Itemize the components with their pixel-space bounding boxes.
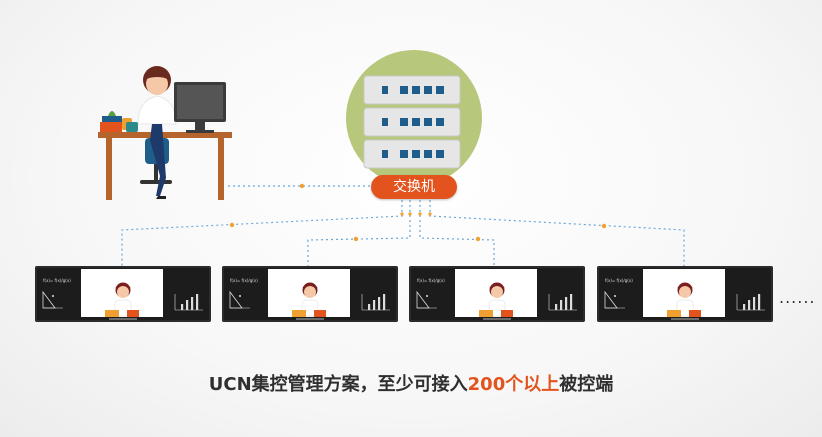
network-lines [121, 185, 685, 266]
caption-text-end: 被控端 [559, 374, 614, 395]
board-formula: f(x)= f(x)/g(x) [43, 278, 71, 283]
caption: UCN集控管理方案，至少可接入200个以上被控端 [0, 370, 822, 396]
board-formula: f(x)= f(x)/g(x) [605, 278, 633, 283]
board-formula: f(x)= f(x)/g(x) [230, 278, 258, 283]
line-to-terminal-3 [419, 200, 495, 266]
line-to-terminal-2 [307, 200, 411, 266]
switch-label: 交换机 [371, 175, 457, 199]
caption-highlight: 200个以上 [467, 374, 560, 395]
smart-blackboard-icon: f(x)= f(x)/g(x) [34, 265, 212, 323]
smart-blackboard-icon: f(x)= f(x)/g(x) [221, 265, 399, 323]
more-indicator: ...... [779, 288, 816, 307]
admin-at-desk-icon [98, 66, 232, 200]
line-to-terminal-1 [121, 200, 403, 266]
smart-blackboard-icon: f(x)= f(x)/g(x) [408, 265, 586, 323]
board-formula: f(x)= f(x)/g(x) [417, 278, 445, 283]
smart-blackboard-icon: f(x)= f(x)/g(x) [596, 265, 774, 323]
server-rack-icon [363, 75, 461, 169]
line-markers [229, 183, 607, 242]
line-to-terminal-4 [429, 200, 685, 266]
caption-text: UCN集控管理方案，至少可接入 [208, 374, 468, 395]
